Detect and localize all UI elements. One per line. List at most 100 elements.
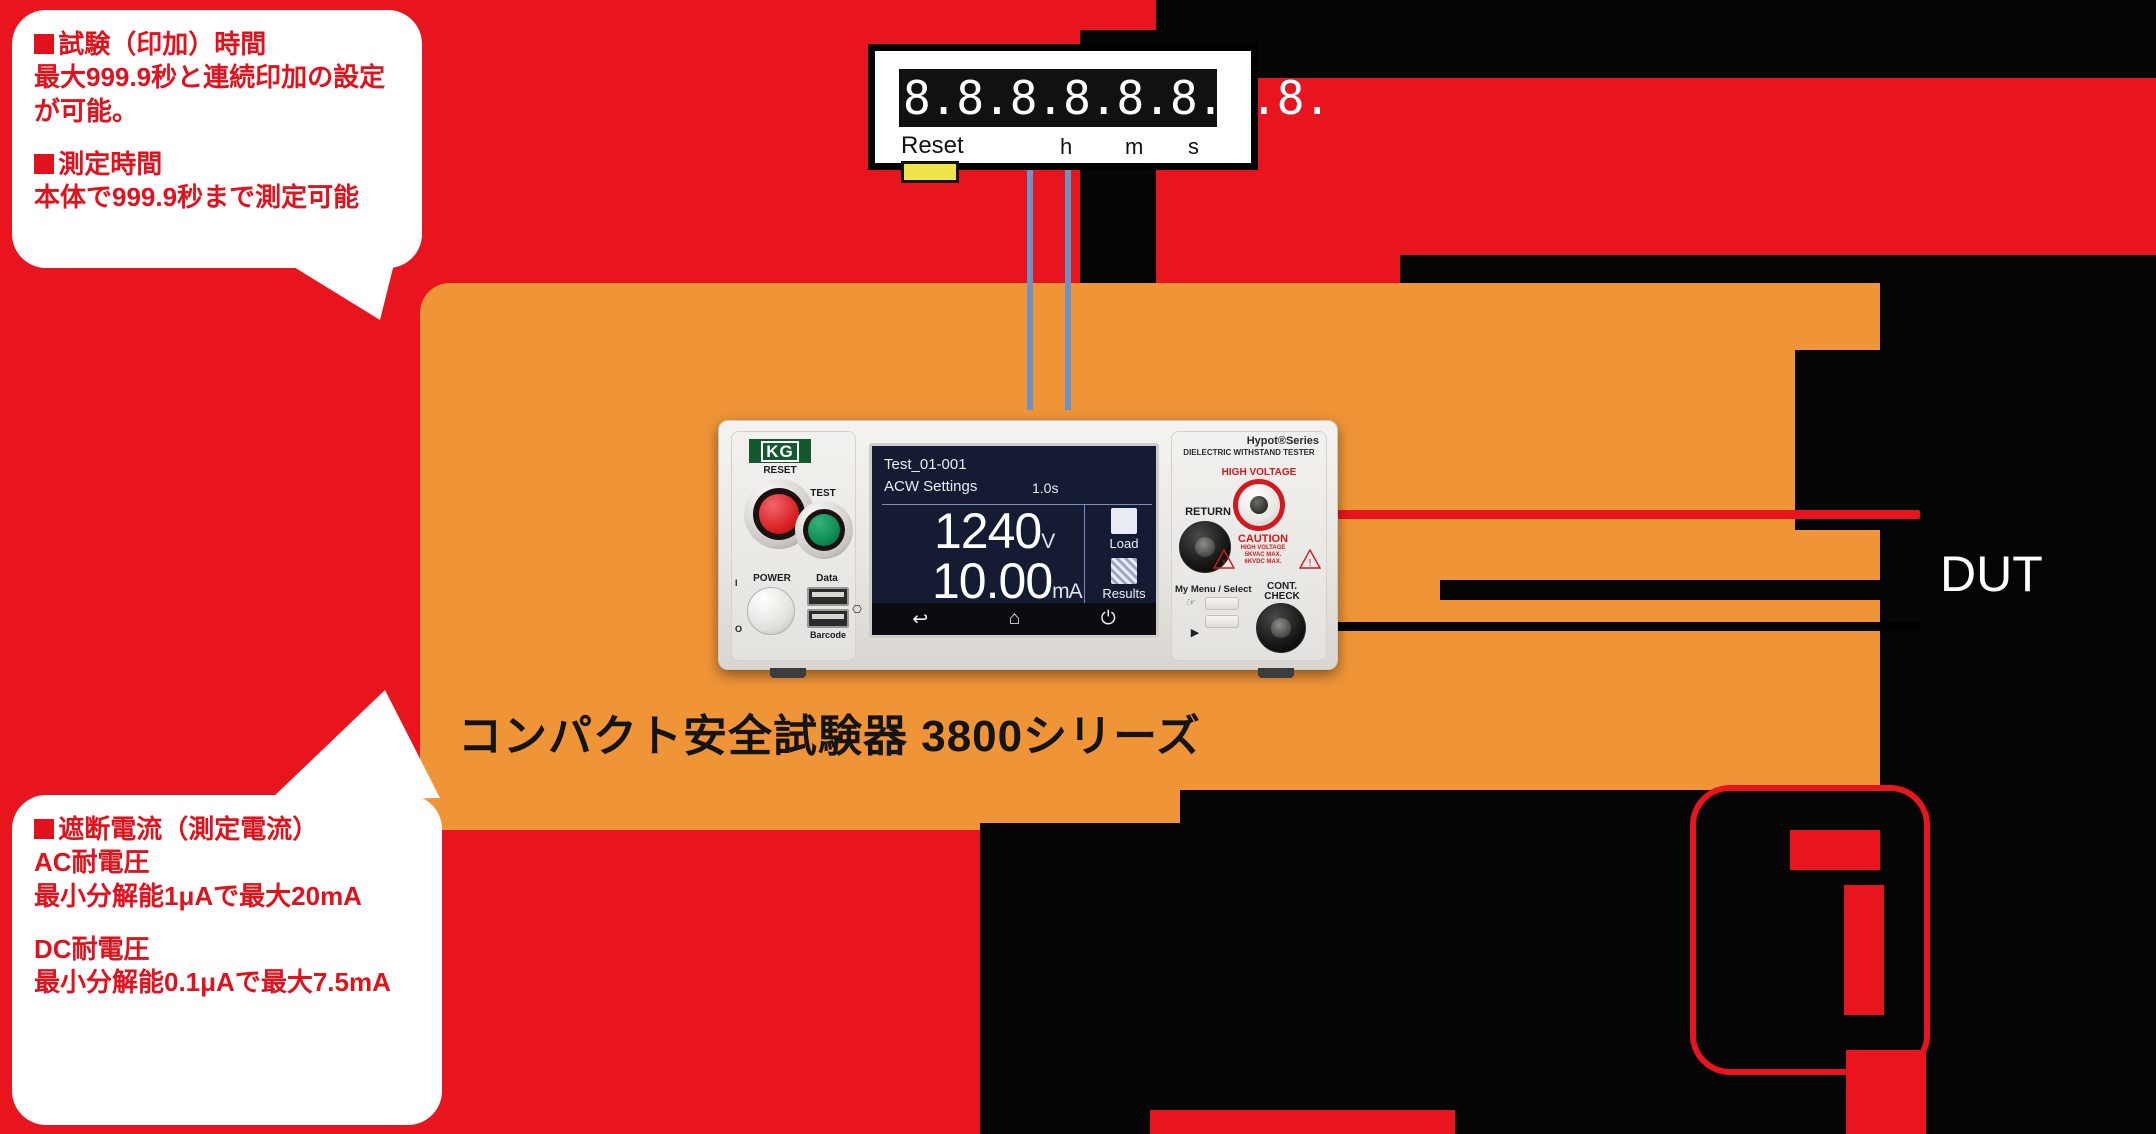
my-menu-up-button[interactable] <box>1205 597 1239 610</box>
bullet-square <box>34 818 55 839</box>
nav-home-icon[interactable]: ⌂ <box>1008 608 1021 629</box>
callout-line-text: 測定時間 <box>58 148 163 179</box>
return-terminal[interactable] <box>1179 521 1231 573</box>
test-button[interactable] <box>795 501 853 559</box>
callout-line: 最小分解能0.1μAで最大7.5mA <box>34 966 420 999</box>
power-on-mark: I <box>735 578 738 588</box>
softkey-results[interactable]: Results <box>1096 558 1152 601</box>
timer-reset-button[interactable] <box>901 161 959 183</box>
red-strip-bottomline <box>1150 1110 1455 1134</box>
kg-logo-text: KG <box>761 440 799 462</box>
caution-title: CAUTION <box>1237 533 1289 545</box>
lcd-test-name: Test_01-001 <box>884 456 967 473</box>
data-port-label: Data <box>816 573 838 584</box>
bullet-square <box>34 33 55 54</box>
results-icon <box>1111 558 1137 584</box>
lcd-duration: 1.0s <box>1032 480 1059 496</box>
reset-button-cap <box>759 494 799 534</box>
instrument-foot-right <box>1258 668 1294 678</box>
usb-port-data[interactable] <box>807 587 849 606</box>
mask-dut-box <box>1795 350 2156 530</box>
red-strip-bottom-2 <box>1844 885 1884 1015</box>
usb-port-barcode[interactable] <box>807 609 849 628</box>
callout-line-spacer <box>34 913 420 933</box>
kg-logo: KG <box>749 439 811 463</box>
high-voltage-terminal-hole <box>1249 495 1269 515</box>
general-warning-icon: ! <box>1298 548 1322 574</box>
power-knob[interactable] <box>747 587 795 635</box>
caution-line-2: 5KVAC MAX. <box>1244 552 1282 558</box>
return-label: RETURN <box>1185 506 1231 518</box>
usb-port-barcode-slot <box>812 614 844 619</box>
callout-line-spacer <box>34 128 400 148</box>
nav-power-icon[interactable]: ⏻ <box>1100 608 1116 629</box>
cont-check-terminal-hole <box>1271 618 1291 638</box>
lcd-navigation-bar: ↩ ⌂ ⏻ <box>872 603 1156 635</box>
softkey-load-label: Load <box>1109 536 1139 551</box>
time-callout-tail <box>250 240 400 320</box>
high-voltage-label: HIGH VOLTAGE <box>1221 467 1297 478</box>
caution-line-1: HIGH VOLTAGE <box>1240 545 1286 551</box>
callout-line-text: が可能。 <box>34 95 139 126</box>
nav-back-icon[interactable]: ↩ <box>912 608 929 630</box>
red-strip-bottom <box>1790 830 1880 870</box>
test-button-label: TEST <box>810 488 836 499</box>
callout-line-text: AC耐電圧 <box>34 847 150 878</box>
callout-line: 測定時間 <box>34 148 400 181</box>
mask-bottom-left <box>980 823 2156 1134</box>
lcd-screen[interactable]: Test_01-001 ACW Settings 1.0s 1240V 10.0… <box>869 443 1159 638</box>
play-arrow-icon: ▶ <box>1190 627 1200 639</box>
cont-check-terminal[interactable] <box>1256 603 1306 653</box>
test-button-cap <box>807 513 841 547</box>
red-outline-shape-1 <box>1690 785 1930 1075</box>
callout-line-text: 本体で999.9秒まで測定可能 <box>34 182 360 213</box>
load-icon <box>1111 508 1137 534</box>
timer-wire-left <box>1027 170 1033 410</box>
callout-line: 試験（印加）時間 <box>34 28 400 61</box>
callout-line: 最小分解能1μAで最大20mA <box>34 880 420 913</box>
callout-line-text: 遮断電流（測定電流） <box>58 814 319 844</box>
series-sublabel: DIELECTRIC WITHSTAND TESTER <box>1183 448 1315 457</box>
callout-line-text: 最小分解能0.1μAで最大7.5mA <box>34 967 391 998</box>
hand-cursor-icon: ☞ <box>1186 597 1196 609</box>
callout-line: 本体で999.9秒まで測定可能 <box>34 181 400 214</box>
svg-text:!: ! <box>1309 558 1312 569</box>
lcd-voltage-value: 1240 <box>934 503 1042 559</box>
lcd-voltage-unit: V <box>1041 530 1055 553</box>
mask-return-line <box>1440 580 2156 600</box>
lcd-current-unit: mA <box>1052 580 1082 603</box>
callout-line: AC耐電圧 <box>34 846 420 879</box>
cont-check-label-2: CHECK <box>1264 591 1300 602</box>
current-callout-tail <box>270 690 440 800</box>
electric-shock-warning-icon: ⚡ <box>1213 549 1235 569</box>
lcd-current-value: 10.00 <box>932 553 1053 609</box>
caution-line-3: 6KVDC MAX. <box>1244 559 1282 565</box>
lcd-top-divider <box>882 504 1152 505</box>
return-lead <box>1300 622 1920 631</box>
high-voltage-terminal[interactable] <box>1233 479 1285 531</box>
timer-digits: 8.8.8.8.8.8.8.8. <box>903 71 1331 125</box>
external-timer-module: 8.8.8.8.8.8.8.8. h m s Reset <box>868 44 1331 183</box>
red-strip-bottom-3 <box>1846 1050 1926 1134</box>
hipot-tester-unit: KG RESET TEST POWER I O Data Barcode ⎔ T… <box>718 420 1338 670</box>
usb-icon: ⎔ <box>852 604 862 616</box>
timer-wire-right <box>1065 170 1071 410</box>
lcd-voltage-reading: 1240V <box>934 503 1055 559</box>
product-caption: コンパクト安全試験器 3800シリーズ <box>458 712 1201 761</box>
power-label: POWER <box>753 573 791 584</box>
my-menu-down-button[interactable] <box>1205 615 1239 628</box>
lcd-current-reading: 10.00mA <box>932 553 1083 609</box>
bullet-square <box>34 153 55 174</box>
my-menu-select-label: My Menu / Select <box>1175 584 1252 595</box>
callout-line: DC耐電圧 <box>34 933 420 966</box>
cont-check-label-1: CONT. <box>1267 581 1297 592</box>
timer-unit-hour: h <box>1060 134 1073 159</box>
softkey-load[interactable]: Load <box>1096 508 1152 551</box>
dut-label: DUT <box>1940 546 2043 602</box>
callout-line-text: DC耐電圧 <box>34 933 150 964</box>
mask-top-right <box>1156 0 2156 78</box>
timer-unit-minute: m <box>1125 134 1144 159</box>
usb-port-data-slot <box>812 592 844 597</box>
timer-reset-label: Reset <box>901 132 964 159</box>
